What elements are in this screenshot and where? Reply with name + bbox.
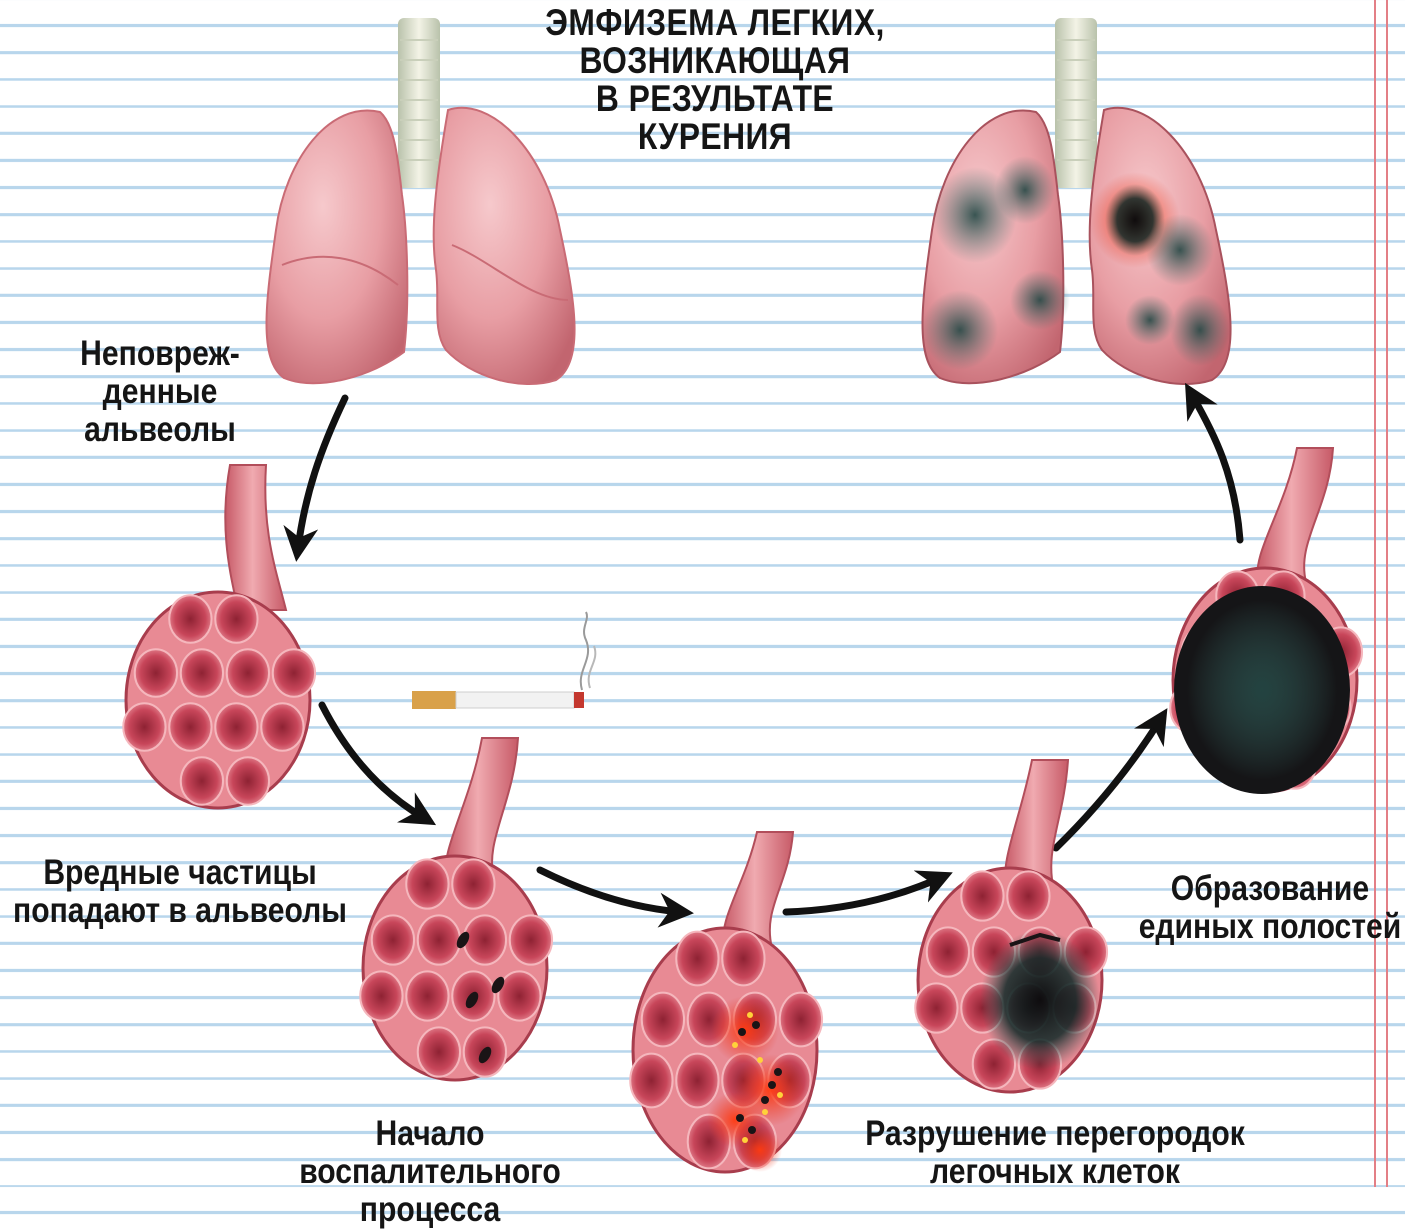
cycle-arrow-icon [786, 878, 940, 912]
stage-label-undamaged: Неповреж- денные альвеолы [48, 335, 272, 449]
label-line: денные [48, 373, 272, 411]
label-line: процесса [249, 1191, 610, 1229]
stage-label-particles: Вредные частицы попадают в альвеолы [8, 854, 352, 930]
label-line: легочных клеток [849, 1153, 1262, 1191]
stage-label-inflammation: Начало воспалительного процесса [249, 1115, 610, 1229]
label-line: Образование [1132, 870, 1405, 908]
title-line: В РЕЗУЛЬТАТЕ [504, 80, 925, 118]
label-line: Вредные частицы [8, 854, 352, 892]
diseased-lungs-icon [922, 18, 1231, 384]
cycle-arrow-icon [322, 705, 424, 818]
label-line: Неповреж- [48, 335, 272, 373]
title-line: КУРЕНИЯ [504, 118, 925, 156]
cycle-arrow-icon [1056, 720, 1160, 848]
title-line: ВОЗНИКАЮЩАЯ [504, 42, 925, 80]
alveoli-cluster-icon [1170, 448, 1362, 794]
alveoli-clusters [123, 448, 1362, 1172]
cycle-arrow-icon [540, 870, 680, 912]
cycle-arrow-icon [298, 398, 345, 548]
alveoli-cluster-icon [915, 760, 1107, 1092]
alveoli-cluster-icon [123, 465, 315, 808]
cigarette-icon [412, 612, 595, 709]
label-line: Разрушение перегородок [849, 1115, 1262, 1153]
title-line: ЭМФИЗЕМА ЛЕГКИХ, [504, 4, 925, 42]
label-line: Начало воспалительного [249, 1115, 610, 1191]
emphysema-diagram [0, 0, 1405, 1187]
page-title: ЭМФИЗЕМА ЛЕГКИХ, ВОЗНИКАЮЩАЯ В РЕЗУЛЬТАТ… [504, 4, 925, 156]
alveoli-cluster-icon [630, 832, 822, 1172]
stage-label-destruction: Разрушение перегородок легочных клеток [849, 1115, 1262, 1191]
label-line: альвеолы [48, 411, 272, 449]
label-line: единых полостей [1132, 908, 1405, 946]
label-line: попадают в альвеолы [8, 892, 352, 930]
stage-label-cavities: Образование единых полостей [1132, 870, 1405, 946]
cycle-arrow-icon [1192, 395, 1240, 540]
